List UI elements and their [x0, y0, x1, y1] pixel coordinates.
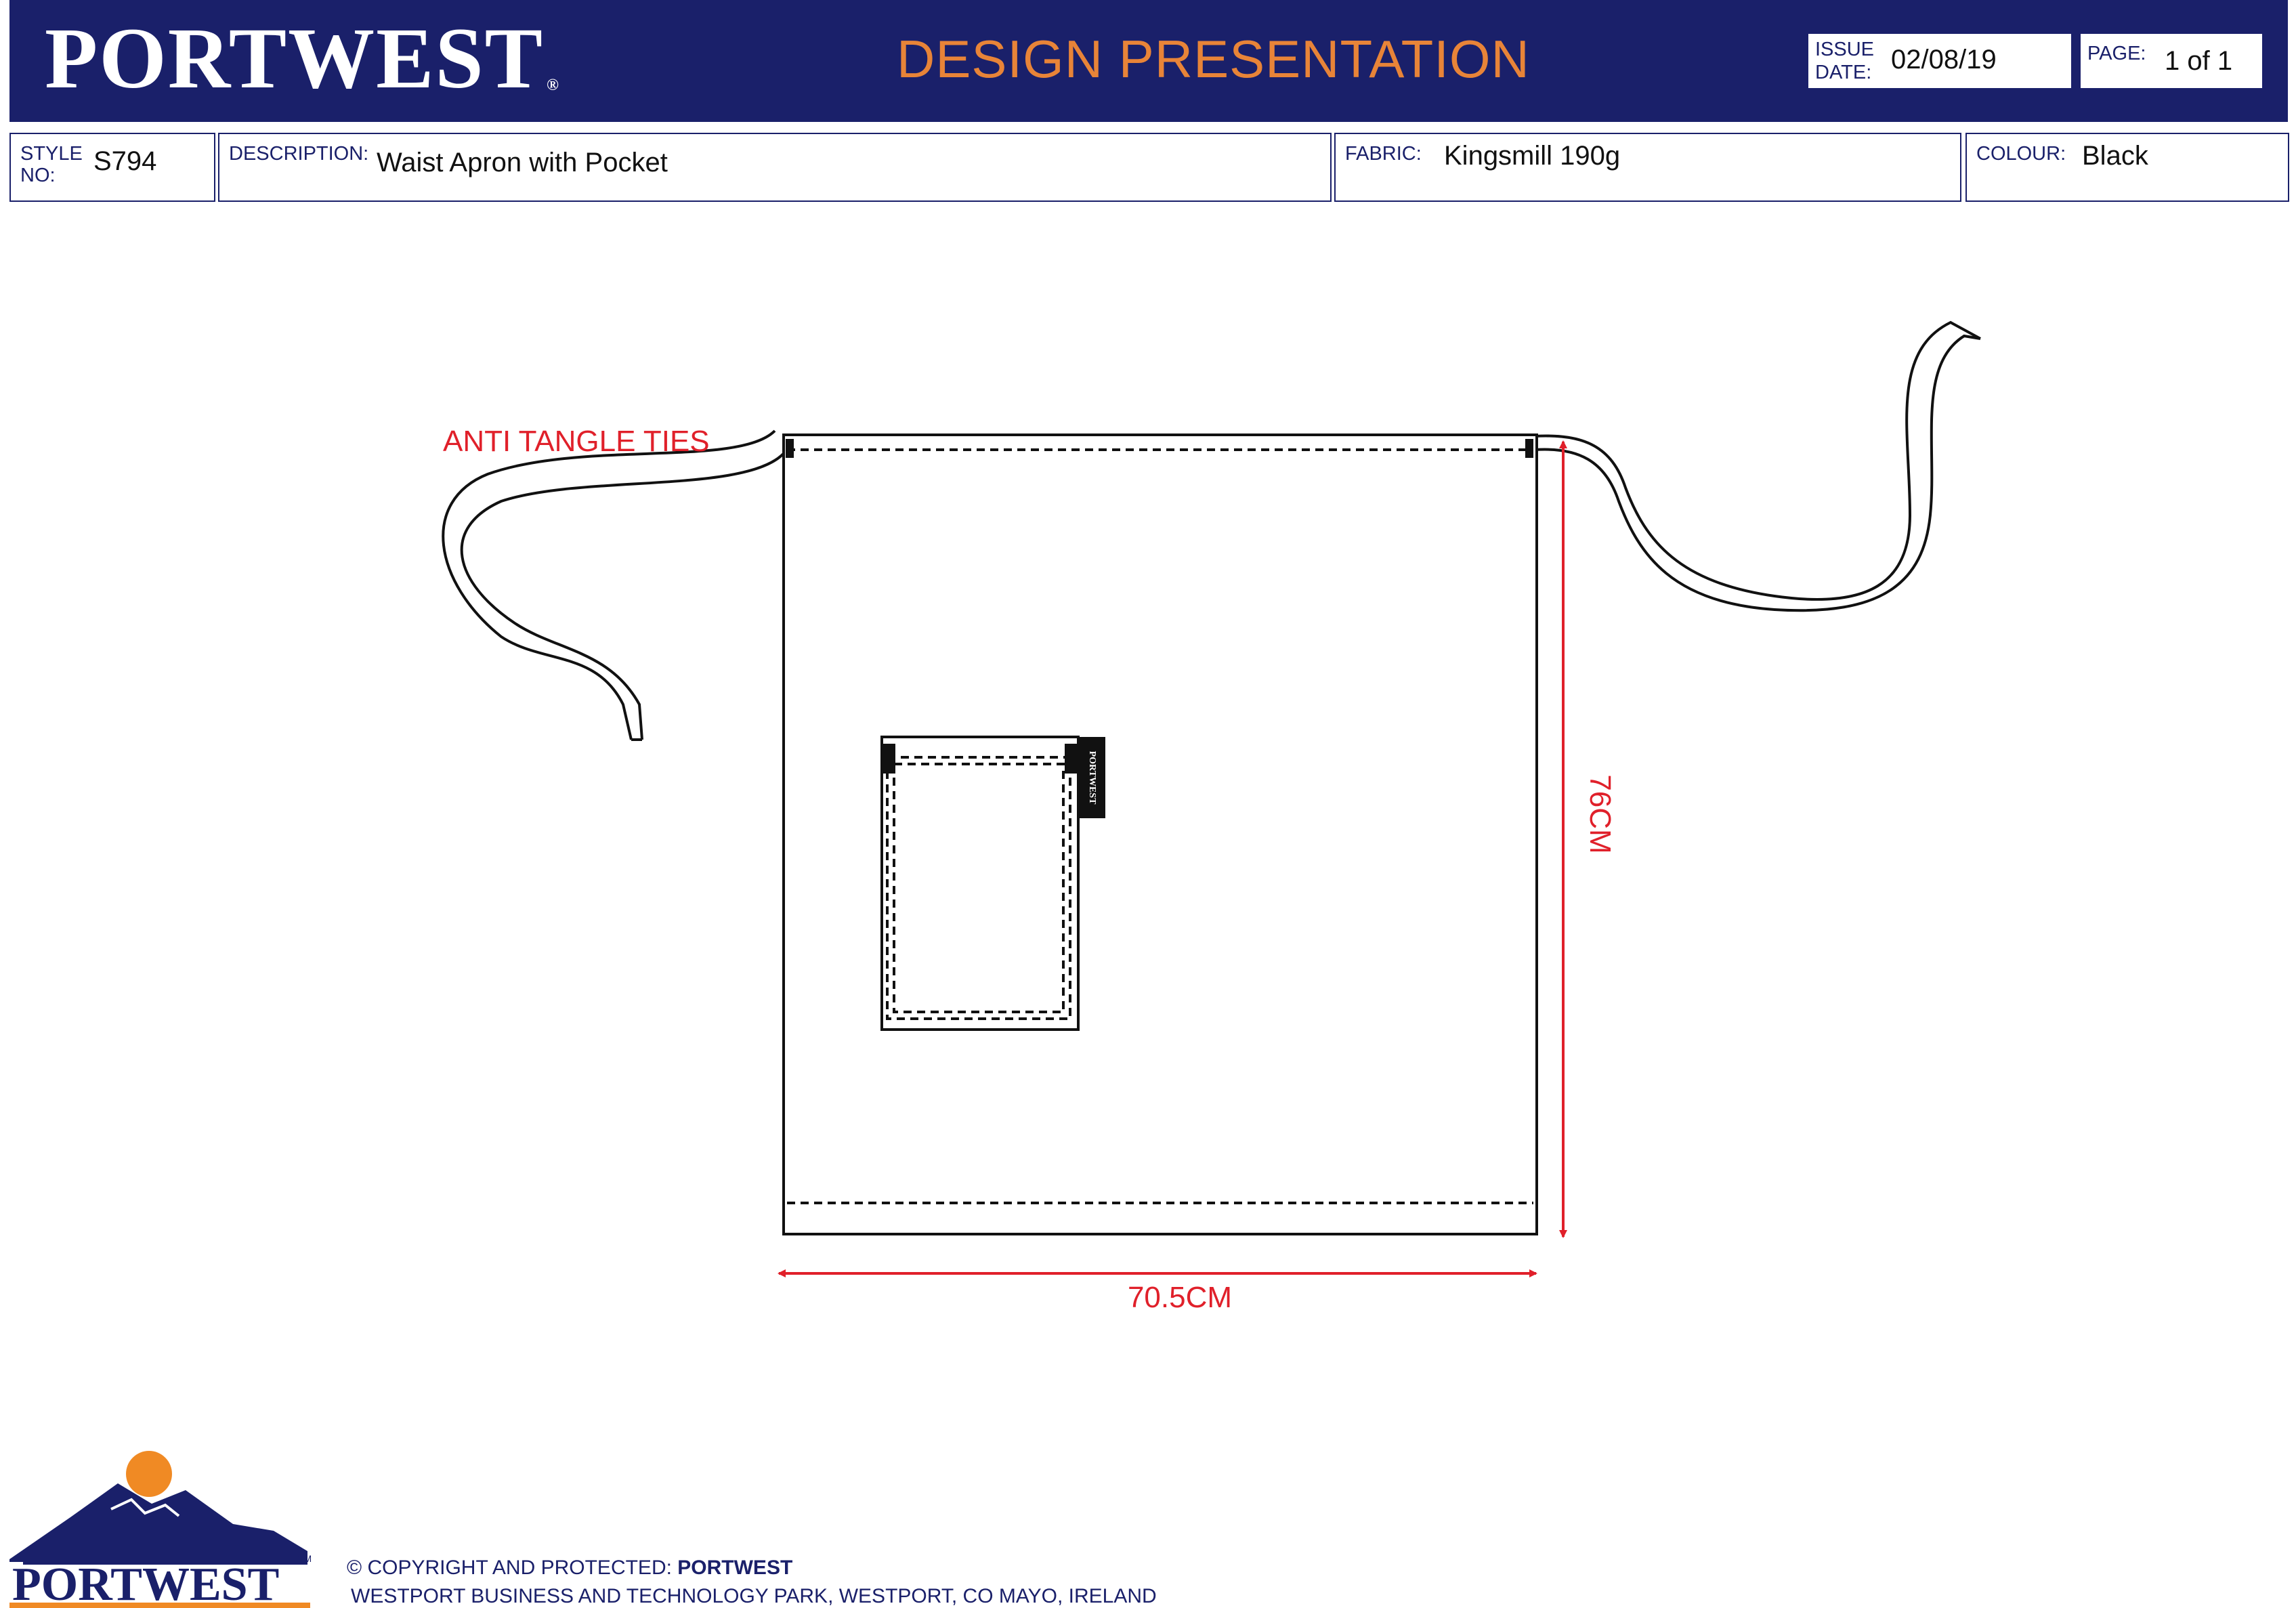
copyright-text: © COPYRIGHT AND PROTECTED:	[347, 1557, 678, 1579]
brand-label: PORTWEST	[1078, 737, 1105, 818]
description-value: Waist Apron with Pocket	[377, 148, 668, 177]
header-bar: PORTWEST® DESIGN PRESENTATION ISSUE DATE…	[9, 0, 2288, 122]
style-no-cell: STYLE NO: S794	[9, 133, 215, 202]
footer-brand-text: PORTWEST	[12, 1559, 279, 1608]
width-dimension-label: 70.5CM	[1128, 1281, 1232, 1314]
page-box: PAGE: 1 of 1	[2081, 34, 2262, 88]
brand-label-text: PORTWEST	[1087, 751, 1097, 805]
height-dimension-label: 76CM	[1583, 774, 1617, 853]
left-tie	[442, 429, 787, 741]
footer-orange-bar	[9, 1603, 310, 1608]
description-label: DESCRIPTION:	[229, 143, 369, 165]
colour-label: COLOUR:	[1976, 143, 2066, 165]
footer-logo: PORTWEST TM	[9, 1451, 312, 1608]
description-cell: DESCRIPTION: Waist Apron with Pocket	[218, 133, 1332, 202]
address-line: WESTPORT BUSINESS AND TECHNOLOGY PARK, W…	[351, 1585, 1157, 1607]
right-tie	[1534, 320, 1981, 612]
document-title: DESIGN PRESENTATION	[897, 29, 1530, 89]
anti-tangle-ties-callout: ANTI TANGLE TIES	[443, 425, 710, 458]
fabric-value: Kingsmill 190g	[1444, 141, 1621, 171]
issue-label: ISSUE	[1815, 39, 1875, 60]
left-waist-bartack	[786, 439, 794, 458]
date-label: DATE:	[1815, 62, 1872, 83]
copyright-line: © COPYRIGHT AND PROTECTED: PORTWEST	[347, 1557, 792, 1580]
no-label: NO:	[20, 165, 56, 186]
sun-icon	[126, 1451, 172, 1497]
brand-name: PORTWEST	[45, 10, 544, 106]
brand-logo: PORTWEST®	[45, 15, 560, 102]
fabric-label: FABRIC:	[1345, 143, 1422, 165]
mountain-icon	[9, 1483, 307, 1562]
issue-date-box: ISSUE DATE: 02/08/19	[1808, 34, 2071, 88]
fabric-cell: FABRIC: Kingsmill 190g	[1334, 133, 1961, 202]
style-label: STYLE	[20, 143, 83, 165]
colour-cell: COLOUR: Black	[1965, 133, 2289, 202]
right-waist-bartack	[1525, 439, 1533, 458]
style-no-value: S794	[93, 146, 157, 176]
page-label: PAGE:	[2087, 43, 2146, 64]
info-row: STYLE NO: S794 DESCRIPTION: Waist Apron …	[9, 133, 2289, 202]
issue-date-value: 02/08/19	[1891, 45, 1997, 75]
colour-value: Black	[2082, 141, 2148, 171]
trademark-mark: TM	[298, 1553, 312, 1564]
copyright-brand: PORTWEST	[677, 1557, 793, 1579]
registered-mark: ®	[547, 77, 560, 94]
pocket	[880, 736, 1080, 1031]
page-value: 1 of 1	[2165, 46, 2233, 76]
